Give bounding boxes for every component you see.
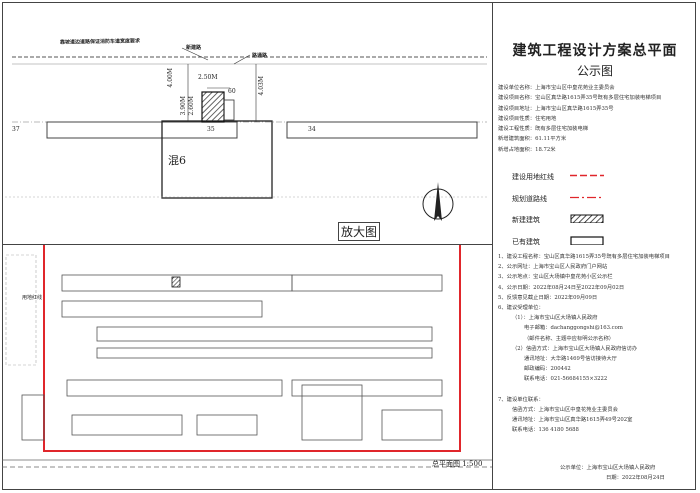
note-line: 电子邮箱：dachanggongshi@163.com [524, 325, 623, 332]
note-line: 通讯地址：上海市宝山区真华路1615弄49号202室 [512, 417, 633, 423]
note-line: 5、反馈意见截止日期：2022年09月09日 [498, 294, 598, 301]
scale-label: 总平面图 1:500 [432, 460, 483, 468]
note-line: 1、建设工程名称：宝山区真华路1615弄35号既有多层住宅加装电梯项目 [498, 254, 670, 260]
legend-new-building: 新建建筑 [498, 213, 692, 225]
note-line: 7、建设单位联系： [498, 396, 544, 403]
legend-red-line: 建设用地红线 [498, 170, 692, 182]
unit-35: 35 [207, 126, 215, 133]
dim-250: 2.50M [198, 74, 218, 81]
detail-divider [2, 244, 492, 245]
stamp-date: 日期：2022年08月24日 [606, 475, 665, 481]
red-line-label: 用地红线 [22, 295, 43, 301]
note-line: 6、建议受理单位： [498, 304, 544, 311]
note-line: 2、公示网址：上海市宝山区人民政府门户网站 [498, 264, 608, 271]
dim-403: 4.03M [258, 76, 265, 96]
new-elevator-building [201, 91, 225, 123]
note-line: 联系电话：136 4180 5688 [512, 427, 579, 434]
legend-road-line: 规划道路线 [498, 192, 692, 204]
legend-label: 规划道路线 [512, 195, 547, 203]
note-line: 4、公示日期：2022年08月24日至2022年09月02日 [498, 284, 625, 291]
north-arrow-icon [422, 182, 454, 221]
stamp-block: 公示单位：上海市宝山区大场镇人民政府 日期：2022年08月24日 [560, 463, 696, 483]
legend-label: 已有建筑 [512, 238, 540, 246]
building-type-label: 混6 [168, 154, 186, 167]
unit-34: 34 [308, 126, 316, 133]
project-info: 建设单位名称：上海市宝山区中皇花苑业主委员会 建设项目名称：宝山区真华路1615… [498, 83, 692, 155]
info-line: 新增占地面积：18.72米 [498, 146, 556, 153]
detail-plan [5, 47, 487, 199]
note-line: （邮件名称、主题中应标明公示名称） [524, 335, 615, 342]
site-red-line [43, 245, 461, 452]
dim-390: 3.90M [180, 96, 187, 116]
existing-building-strip [46, 121, 238, 139]
note-line: 联系电话：021-56684155×3222 [524, 376, 608, 383]
panel-divider [492, 2, 493, 490]
public-notes: 1、建设工程名称：宝山区真华路1615弄35号既有多层住宅加装电梯项目 2、公示… [498, 252, 694, 435]
info-line: 建设项目地址：上海市宝山区真华路1615弄35号 [498, 105, 614, 112]
dim-260: 2.60M [188, 96, 195, 116]
legend: 建设用地红线 规划道路线 新建建筑 已有建筑 [498, 160, 692, 248]
legend-existing-building: 已有建筑 [498, 235, 692, 247]
old-road-label: 路通路 [252, 53, 268, 59]
note-line: 3、公示地点：宝山区大场镇中皇花苑小区公示栏 [498, 274, 613, 281]
note-line: （2）信函方式：上海市宝山区大场镇人民政府信访办 [512, 345, 638, 352]
page-title: 建筑工程设计方案总平面 [512, 43, 678, 59]
page-subtitle: 公示图 [576, 64, 613, 78]
legend-label: 建设用地红线 [512, 173, 554, 181]
legend-label: 新建建筑 [512, 216, 540, 224]
note-line: 邮政编码：200442 [524, 366, 571, 373]
info-line: 建设单位名称：上海市宝山区中皇花苑业主委员会 [498, 85, 615, 91]
note-line [498, 384, 694, 394]
stamp-org: 公示单位：上海市宝山区大场镇人民政府 [560, 465, 656, 471]
note-line: 通讯地址：大华路1469号信访接待大厅 [524, 355, 617, 362]
enlarged-view-label: 放大图 [338, 222, 381, 241]
site-plan [2, 245, 492, 468]
info-line: 建设项目名称：宝山区真华路1615弄35号既有多层住宅加装电梯项目 [498, 95, 662, 102]
dim-400: 4.00M [167, 68, 174, 88]
unit-37: 37 [12, 126, 20, 133]
info-line: 新增建筑面积：61.11平方米 [498, 136, 567, 143]
note-line: 信函方式：上海市宝山区中皇花苑业主委员会 [512, 406, 618, 413]
note-line: （1）：上海市宝山区大场镇人民政府 [512, 315, 598, 322]
fire-lane-note: 靠坡道边道路保证消防车道宽度要求 [59, 38, 141, 46]
dim-60: 60 [228, 88, 236, 95]
info-line: 建设工程性质：既有多层住宅加装电梯 [498, 126, 589, 133]
new-road-label: 新建路 [186, 45, 202, 51]
info-line: 建设项目性质：住宅用地 [498, 115, 557, 122]
